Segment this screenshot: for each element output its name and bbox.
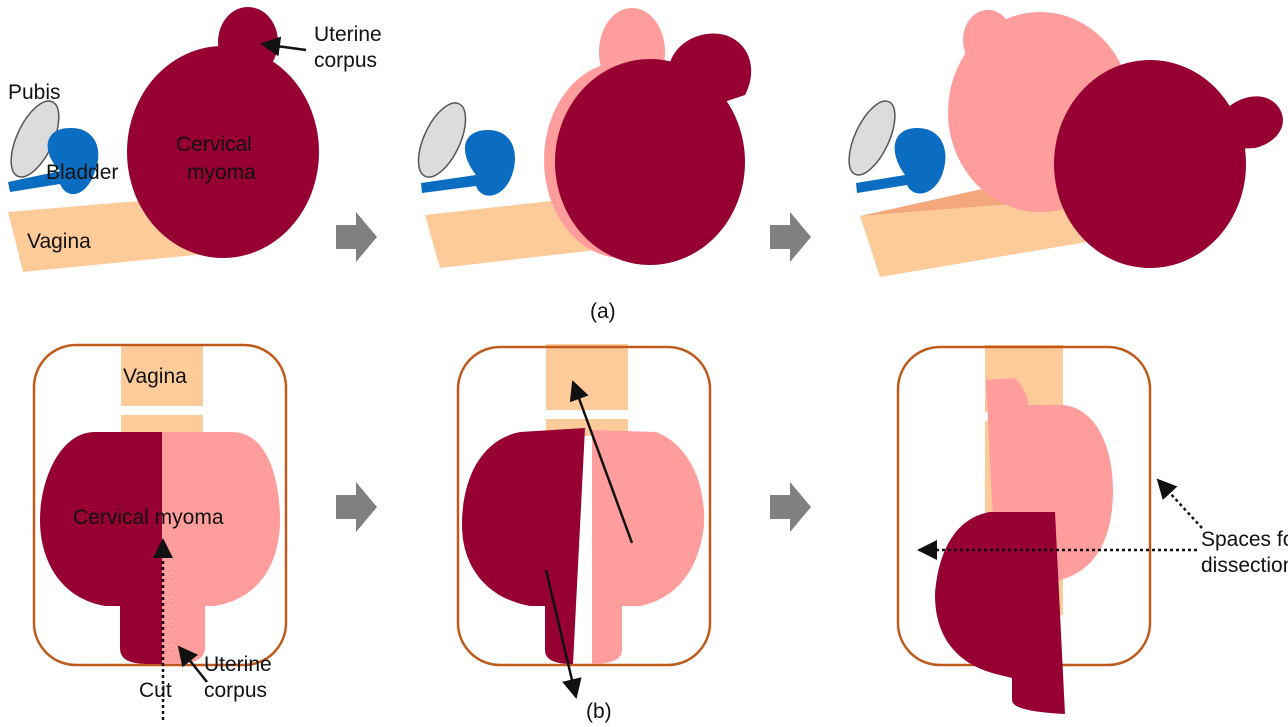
cervical-myoma-dark-half xyxy=(462,428,585,664)
label-vagina: Vagina xyxy=(123,365,187,388)
label-spaces-for-dissections: Spaces for xyxy=(1201,528,1288,551)
label-vagina: Vagina xyxy=(27,230,91,253)
step-arrow-icon xyxy=(770,212,811,262)
label-uterine-corpus: corpus xyxy=(314,49,377,72)
label-bladder: Bladder xyxy=(46,161,118,184)
panel-a: Uterine corpus Pubis Bladder Cervical my… xyxy=(1,7,1283,323)
label-spaces-for-dissections: dissections xyxy=(1201,554,1288,577)
step-arrow-icon xyxy=(336,482,377,532)
step-arrow-icon xyxy=(770,482,811,532)
vagina-shape xyxy=(121,344,203,436)
label-pubis: Pubis xyxy=(8,81,61,104)
vagina-cut-gap xyxy=(119,406,205,415)
panel-a-step3 xyxy=(840,10,1283,277)
pubis-shape xyxy=(409,96,475,184)
caption-b: (b) xyxy=(586,700,612,723)
label-cut: Cut xyxy=(139,679,172,702)
annotation-arrow-icon xyxy=(1158,480,1202,528)
label-uterine-corpus: Uterine xyxy=(204,653,272,676)
panel-b-step2 xyxy=(458,344,710,697)
cervical-myoma-dark-half xyxy=(40,432,162,664)
cervical-myoma-shape xyxy=(555,59,745,265)
cervical-myoma-light-half xyxy=(162,432,280,664)
pubis-shape xyxy=(840,95,905,182)
cervical-myoma-light-half xyxy=(592,430,704,664)
label-cervical-myoma: Cervical myoma xyxy=(73,506,224,529)
panel-a-step2 xyxy=(409,8,751,268)
cervical-myoma-shape xyxy=(1054,60,1246,268)
caption-a: (a) xyxy=(590,300,616,323)
label-uterine-corpus: Uterine xyxy=(314,23,382,46)
panel-b-step3 xyxy=(898,345,1202,714)
label-uterine-corpus: corpus xyxy=(204,679,267,702)
label-cervical-myoma: myoma xyxy=(187,161,256,184)
cervical-myoma-dark-half xyxy=(935,512,1065,714)
panel-b: Vagina Cervical myoma Uterine corpus Cut… xyxy=(34,344,1288,723)
step-arrow-icon xyxy=(336,212,377,262)
label-cervical-myoma: Cervical xyxy=(176,133,252,156)
